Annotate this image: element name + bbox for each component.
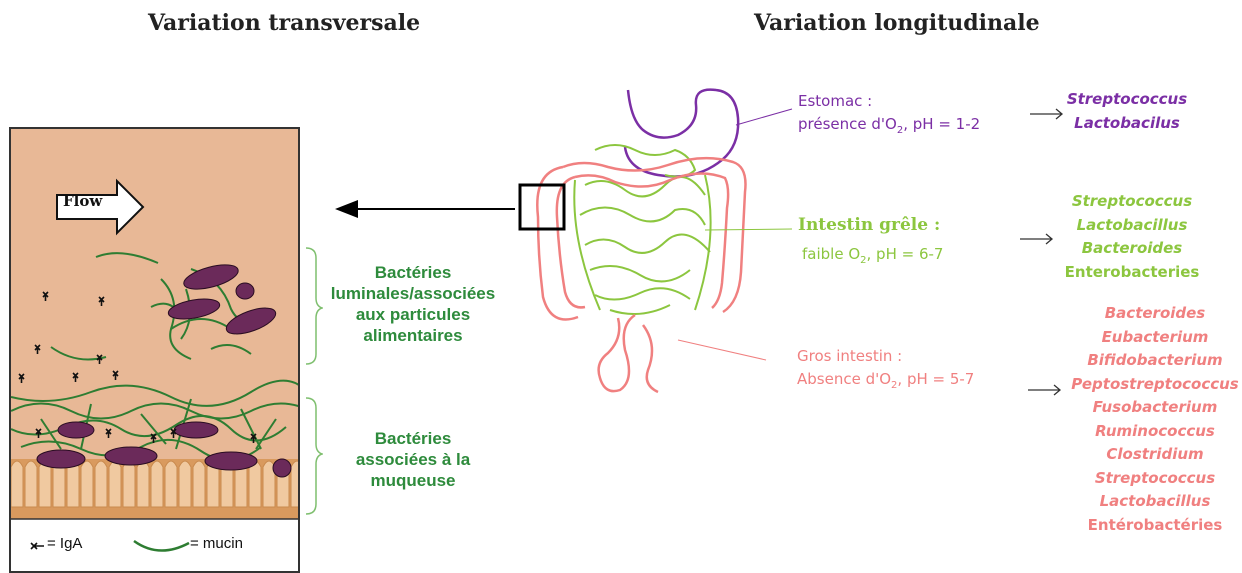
bacteria-item: Lactobacillus xyxy=(1068,490,1242,514)
bacteria-item: Fusobacterium xyxy=(1068,396,1242,420)
bacteria-item: Enterobacteries xyxy=(1057,261,1207,285)
bacteria-item: Clostridium xyxy=(1068,443,1242,467)
gros-bacteria-list: Bacteroides Eubacterium Bifidobacterium … xyxy=(1068,302,1242,537)
bacteria-item: Bacteroides xyxy=(1068,302,1242,326)
label-luminal-line4: alimentaires xyxy=(318,325,508,346)
label-luminal-bacteria: Bactéries luminales/associées aux partic… xyxy=(318,262,508,346)
bacteria-item: Bifidobacterium xyxy=(1068,349,1242,373)
gros-label: Gros intestin : Absence d'O2, pH = 5-7 xyxy=(797,345,974,397)
bacteria-luminal xyxy=(167,260,279,339)
grele-title: Intestin grêle : xyxy=(798,215,940,235)
label-mucosal-bacteria: Bactéries associées à la muqueuse xyxy=(318,428,508,491)
bacteria-item: Lactobacillus xyxy=(1057,214,1207,238)
result-arrows xyxy=(1020,109,1062,395)
grele-bacteria-list: Streptococcus Lactobacillus Bacteroides … xyxy=(1057,190,1207,284)
grele-leader xyxy=(705,229,792,230)
grele-conditions: faible O2, pH = 6-7 xyxy=(802,243,943,272)
gros-title: Gros intestin : xyxy=(797,345,974,368)
label-mucosal-line3: muqueuse xyxy=(318,470,508,491)
gros-conditions: Absence d'O2, pH = 5-7 xyxy=(797,368,974,397)
label-luminal-line2: luminales/associées xyxy=(318,283,508,304)
gros-leader xyxy=(678,340,766,360)
estomac-title: Estomac : xyxy=(798,90,980,113)
iga-luminal xyxy=(19,292,118,383)
label-luminal-line3: aux particules xyxy=(318,304,508,325)
bacteria-item: Lactobacilus xyxy=(1062,112,1192,136)
bacteria-item: Bacteroides xyxy=(1057,237,1207,261)
zoom-arrow xyxy=(330,195,515,225)
mucin-mucosal xyxy=(11,381,300,460)
title-longitudinal: Variation longitudinale xyxy=(754,10,1040,36)
bacteria-item: Ruminococcus xyxy=(1068,420,1242,444)
label-mucosal-line2: associées à la xyxy=(318,449,508,470)
legend-iga-label: = IgA xyxy=(47,535,82,552)
bacteria-item: Streptococcus xyxy=(1057,190,1207,214)
bacteria-item: Eubacterium xyxy=(1068,326,1242,350)
bacteria-item: Streptococcus xyxy=(1068,467,1242,491)
estomac-bacteria-list: Streptococcus Lactobacilus xyxy=(1062,88,1192,135)
cross-section-illustration xyxy=(11,129,300,573)
title-transversal: Variation transversale xyxy=(148,10,420,36)
bacteria-item: Peptostreptococcus xyxy=(1068,373,1242,397)
legend-mucin-label: = mucin xyxy=(190,535,243,552)
label-mucosal-line1: Bactéries xyxy=(318,428,508,449)
bacteria-item: Streptococcus xyxy=(1062,88,1192,112)
cross-section-panel xyxy=(9,127,300,573)
estomac-leader xyxy=(736,109,792,125)
flow-label: Flow xyxy=(63,192,102,210)
label-luminal-line1: Bactéries xyxy=(318,262,508,283)
estomac-label: Estomac : présence d'O2, pH = 1-2 xyxy=(798,90,980,142)
bacteria-item: Entérobactéries xyxy=(1068,514,1242,538)
estomac-conditions: présence d'O2, pH = 1-2 xyxy=(798,113,980,142)
